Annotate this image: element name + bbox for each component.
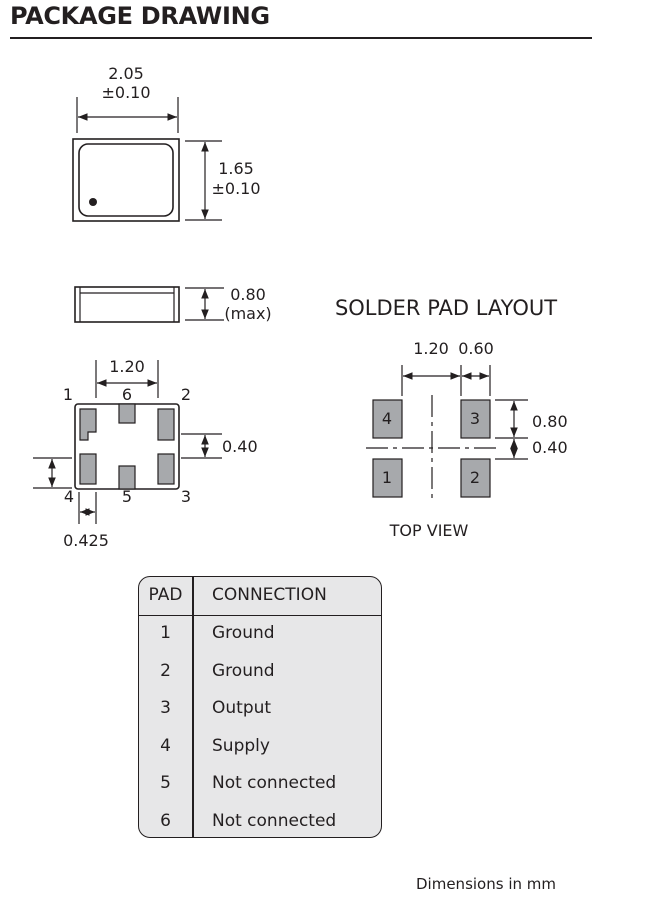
table-row: 5 Not connected (139, 765, 381, 803)
pad-connection: Not connected (212, 810, 337, 831)
package-drawing: 2.05 ±0.10 1.65 ±0.10 0.80 (max) 1.20 0.… (33, 64, 568, 550)
pad-connection: Output (212, 698, 272, 718)
solder-padwidth-value: 0.60 (458, 339, 494, 358)
header-connection: CONNECTION (212, 585, 327, 605)
solder-gap-value: 0.40 (532, 438, 568, 457)
pin-label-3: 3 (181, 487, 191, 506)
solder-pad-2 (460, 458, 491, 498)
bottom-pad-5 (118, 465, 136, 490)
pin-label-6: 6 (122, 385, 132, 404)
header-pad: PAD (148, 585, 183, 605)
dimensions-note: Dimensions in mm (416, 875, 556, 893)
pad-number: 6 (160, 810, 171, 831)
pad-connection-table: PAD CONNECTION 1 Ground 2 Ground 3 Outpu… (138, 576, 382, 838)
top-height-value: 1.65 (218, 159, 254, 178)
bottom-pad-6 (118, 403, 136, 424)
solder-pad-label-4: 4 (382, 409, 392, 428)
bottom-pad-2 (157, 408, 175, 441)
solder-pad-label-2: 2 (470, 468, 480, 487)
table-row: 2 Ground (139, 653, 381, 691)
table-header-row: PAD CONNECTION (139, 577, 381, 616)
pad-number: 1 (160, 623, 171, 643)
pad-connection: Supply (212, 735, 270, 756)
pad-connection: Ground (212, 623, 275, 643)
solder-padheight-value: 0.80 (532, 412, 568, 431)
pad-number: 4 (160, 735, 171, 756)
table-row: 6 Not connected (139, 803, 381, 838)
top-width-value: 2.05 (108, 64, 144, 83)
solder-pad-1 (372, 458, 403, 498)
pad-number: 2 (160, 660, 171, 681)
pin-label-5: 5 (122, 487, 132, 506)
solder-pad-title: SOLDER PAD LAYOUT (335, 296, 557, 320)
bottom-pad-1 (79, 408, 97, 441)
bottom-spacing-value: 1.20 (109, 357, 145, 376)
pin-label-2: 2 (181, 385, 191, 404)
side-height-note: (max) (224, 304, 271, 323)
table-column-divider (192, 577, 194, 837)
pin-label-4: 4 (64, 487, 74, 506)
solder-pad-4 (372, 399, 403, 439)
pin1-dot (89, 198, 97, 206)
solder-pad-label-1: 1 (382, 468, 392, 487)
title-rule (10, 37, 592, 39)
table-row: 4 Supply (139, 728, 381, 766)
top-view-label: TOP VIEW (389, 521, 469, 540)
side-height-value: 0.80 (230, 285, 266, 304)
solder-pad-label-3: 3 (470, 409, 480, 428)
solder-pad-3 (460, 399, 491, 439)
table-row: 1 Ground (139, 615, 381, 653)
bottom-pad-3 (157, 453, 175, 485)
page-title: PACKAGE DRAWING (10, 2, 270, 30)
table-row: 3 Output (139, 690, 381, 728)
solder-spacing-value: 1.20 (413, 339, 449, 358)
top-height-tol: ±0.10 (211, 179, 260, 198)
bottom-pad-4 (79, 453, 97, 485)
top-view-body-inner (78, 143, 174, 217)
top-width-tol: ±0.10 (101, 83, 150, 102)
pad-connection: Not connected (212, 773, 337, 793)
bottom-padheight-value: 0.40 (222, 437, 258, 456)
bottom-padwidth-value: 0.425 (63, 531, 109, 550)
pad-number: 5 (160, 773, 171, 793)
pad-number: 3 (160, 698, 171, 718)
top-view-body-outer (72, 138, 180, 222)
side-view-body (74, 286, 180, 323)
pad-connection: Ground (212, 660, 275, 681)
pin-label-1: 1 (63, 385, 73, 404)
